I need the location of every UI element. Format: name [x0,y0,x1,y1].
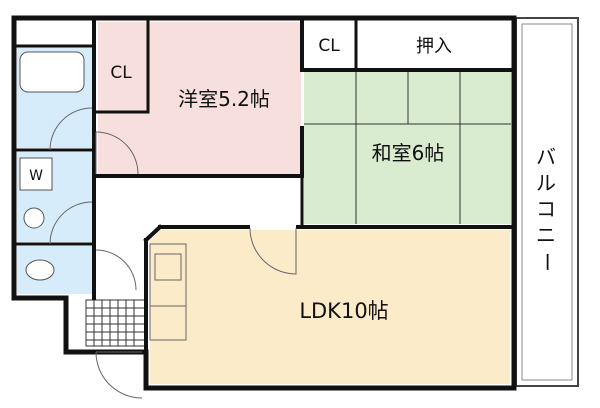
toilet-bowl [25,259,55,281]
washbasin [23,207,45,229]
tatami-pattern [304,72,511,224]
storage-top [17,22,92,44]
door-swings [49,107,297,399]
entrance-tiles [85,299,147,347]
balcony-char: コ [536,197,556,221]
oshiire-area [358,22,510,68]
balcony-char: ル [536,171,556,195]
label-washer: W [29,168,43,184]
kitchen-counter [149,243,187,341]
washer-box [19,157,53,191]
balcony-char: ー [535,252,559,272]
label-balcony: バ ル コ ニ ー [535,145,559,272]
western-room [98,22,301,174]
ldk-room [150,230,510,384]
balcony-char: ニ [536,223,556,247]
label-oshiire: 押入 [416,36,452,57]
label-ldk: LDK10帖 [299,299,388,323]
label-closet-right: CL [318,36,340,56]
label-western-room: 洋室5.2帖 [178,87,270,111]
label-japanese-room: 和室6帖 [372,141,445,165]
label-closet-left: CL [110,63,132,83]
bathtub [19,51,85,93]
walls [11,15,517,391]
balcony-char: バ [536,145,556,169]
